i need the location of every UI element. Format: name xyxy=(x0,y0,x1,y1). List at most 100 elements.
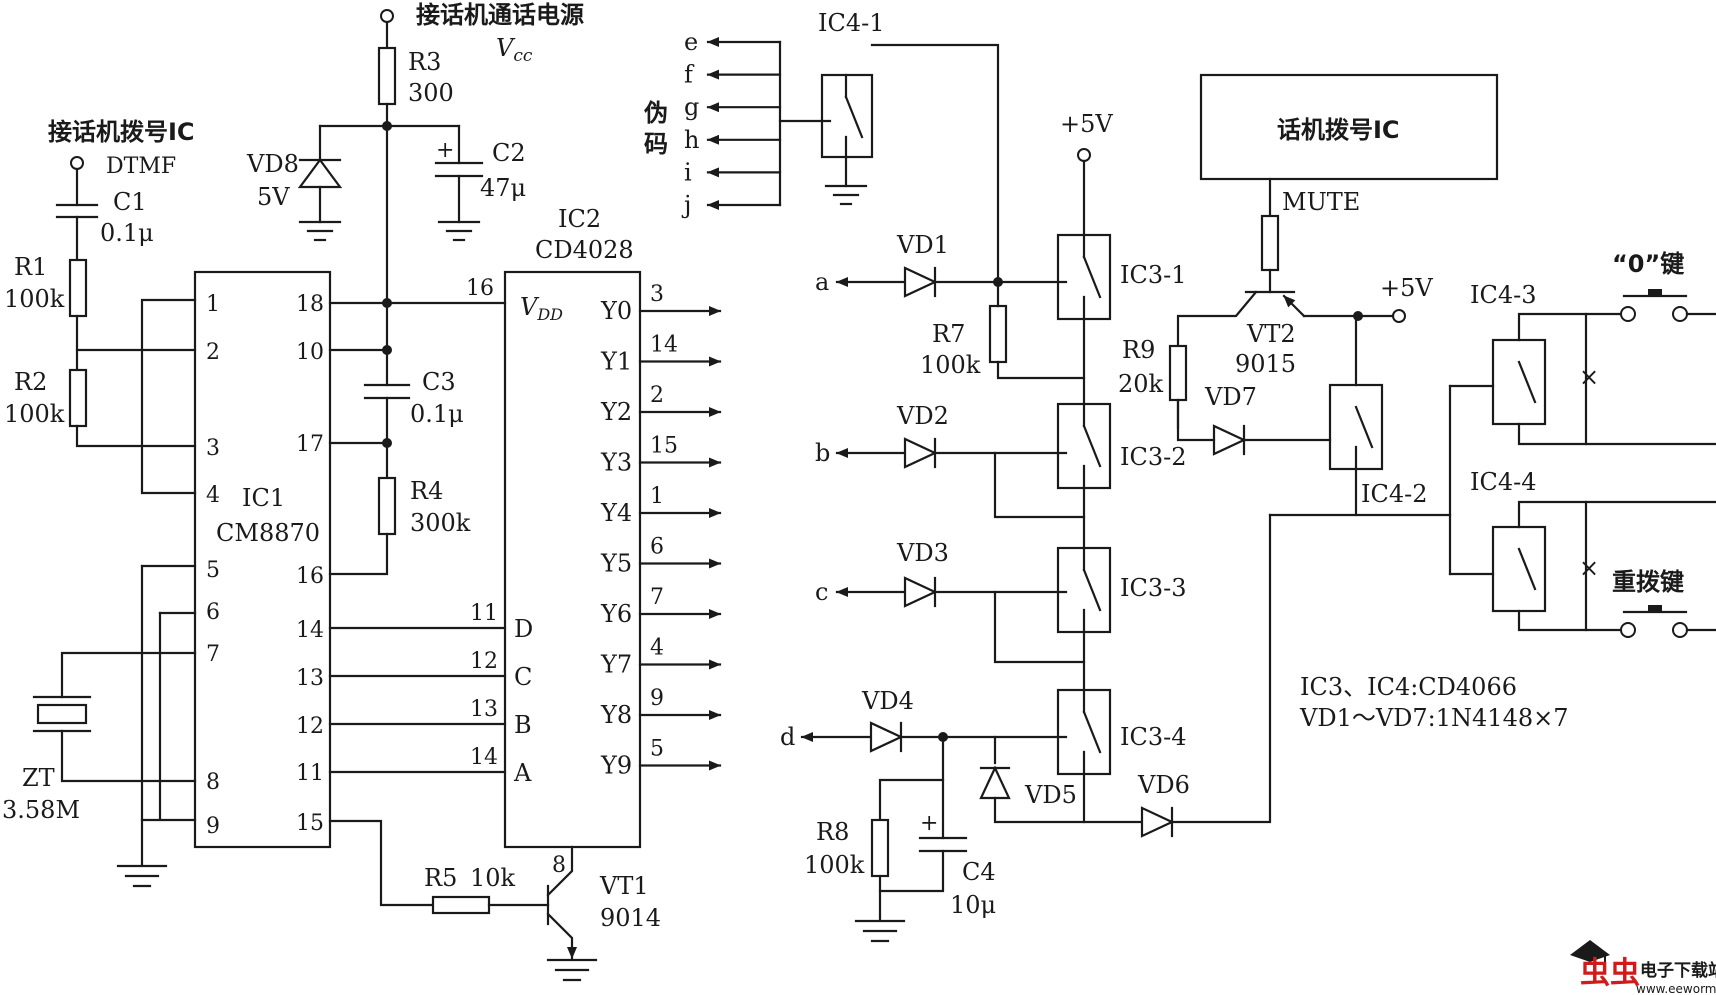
ic2-vdd: VDD xyxy=(520,293,563,324)
ic2-pin-vdd: 16 xyxy=(466,276,494,301)
svg-text:VD2: VD2 xyxy=(896,402,949,430)
switch-ic3-2: IC3-2 xyxy=(1056,402,1187,490)
dtmf-terminal[interactable] xyxy=(70,156,84,170)
ic1-pin-15: 15 xyxy=(296,811,324,836)
vcc-terminal[interactable] xyxy=(380,9,394,23)
output-d: d xyxy=(780,723,795,751)
svg-text:VT1: VT1 xyxy=(599,872,649,900)
phone-dial-ic-block xyxy=(1199,73,1499,181)
pseudo-output-g: g xyxy=(684,93,699,121)
resistor-r1: R1 100k xyxy=(4,253,88,318)
resistor-r8: R8 100k xyxy=(804,818,890,879)
output-a: a xyxy=(815,268,829,296)
svg-text:×: × xyxy=(1579,554,1599,582)
svg-text:R2: R2 xyxy=(14,368,47,396)
ic1-pin-7: 7 xyxy=(206,642,220,667)
switch-ic4-4: IC4-4 xyxy=(1470,468,1716,632)
capacitor-c4: + C4 10μ xyxy=(878,778,996,919)
svg-text:9014: 9014 xyxy=(600,904,661,932)
mute-label: MUTE xyxy=(1282,188,1360,216)
crystal-zt: ZT 3.58M xyxy=(2,651,197,824)
ic1-body xyxy=(193,270,332,849)
note-diodes: VD1～VD7:1N4148×7 xyxy=(1299,704,1569,732)
capacitor-c1: C1 0.1μ xyxy=(55,188,154,247)
graduation-cap-icon xyxy=(1570,940,1610,962)
ic2-output-pin-Y0: 3 xyxy=(650,282,664,307)
ic2-output-Y1: Y1 xyxy=(600,348,632,376)
ic1-pin-13: 13 xyxy=(296,666,324,691)
ic2-input-C: C xyxy=(514,663,532,691)
transistor-vt1: VT1 9014 xyxy=(546,845,661,982)
svg-text:5V: 5V xyxy=(257,183,290,211)
supply-5v-2: +5V xyxy=(1380,274,1433,302)
pseudo-output-i: i xyxy=(684,158,692,186)
zero-key-button[interactable]: “0”键 xyxy=(1612,250,1716,322)
svg-text:+: + xyxy=(920,811,938,836)
svg-text:+: + xyxy=(436,138,454,163)
ic2-output-Y2: Y2 xyxy=(600,398,632,426)
diode-vd5: VD5 xyxy=(979,765,1144,824)
diode-vd1: VD1 xyxy=(896,231,949,298)
ic2-model: CD4028 xyxy=(535,236,634,264)
svg-text:VD8: VD8 xyxy=(246,150,299,178)
ic2-input-pin-A: 14 xyxy=(470,745,498,770)
ic1-pin-9: 9 xyxy=(206,814,220,839)
ic1-model: CM8870 xyxy=(216,519,320,547)
watermark: 虫虫 电子下载站 www.eeworm.com xyxy=(1570,940,1716,995)
diode-vd7: VD7 xyxy=(1204,383,1257,456)
vcc-title: 接话机通话电源 xyxy=(416,1,584,29)
svg-text:VD5: VD5 xyxy=(1024,781,1077,809)
svg-text:R4: R4 xyxy=(410,477,443,505)
ic2-input-B: B xyxy=(514,711,532,739)
phone-dial-ic-label: 话机拨号IC xyxy=(1277,116,1400,144)
supply-5v-terminal-1[interactable] xyxy=(1077,148,1091,162)
diode-vd4: VD4 xyxy=(861,687,914,753)
svg-text:IC3-3: IC3-3 xyxy=(1120,574,1187,602)
diode-vd2: VD2 xyxy=(896,402,949,469)
pseudo-output-e: e xyxy=(684,28,698,56)
svg-text:R9: R9 xyxy=(1122,336,1155,364)
resistor-r3: R3 300 xyxy=(377,46,454,107)
pseudo-output-f: f xyxy=(684,61,695,89)
ic1-pin-5: 5 xyxy=(206,558,220,583)
ic1-pin-16: 16 xyxy=(296,564,324,589)
svg-text:0.1μ: 0.1μ xyxy=(410,400,464,428)
pseudo-output-j: j xyxy=(681,191,691,219)
ic2-output-Y6: Y6 xyxy=(600,600,632,628)
svg-text:IC4-1: IC4-1 xyxy=(818,9,885,37)
supply-5v-terminal-2[interactable] xyxy=(1392,309,1406,323)
ic2-output-Y7: Y7 xyxy=(600,651,632,679)
redial-key-button[interactable]: 重拨键 xyxy=(1612,568,1716,638)
svg-text:VD7: VD7 xyxy=(1204,383,1257,411)
ic2-output-pin-Y6: 7 xyxy=(650,585,664,610)
zener-vd8: VD8 5V xyxy=(246,124,343,242)
supply-network: 接话机通话电源 Vcc R3 300 VD8 5V + xyxy=(246,1,661,982)
svg-text:R3: R3 xyxy=(408,48,441,76)
ic1-pin-4: 4 xyxy=(206,483,220,508)
outputs-abcd: a b c d xyxy=(780,268,907,751)
svg-text:20k: 20k xyxy=(1118,370,1164,398)
switch-ic3-3: IC3-3 xyxy=(1056,546,1187,634)
ic2-output-Y8: Y8 xyxy=(600,701,632,729)
ic1-left-network: 接话机拨号IC DTMF C1 0.1μ R1 100k R2 100k xyxy=(2,118,197,888)
svg-text:C2: C2 xyxy=(492,139,526,167)
output-b: b xyxy=(815,439,830,467)
ic2-output-pin-Y8: 9 xyxy=(650,686,664,711)
svg-text:3.58M: 3.58M xyxy=(2,796,80,824)
capacitor-c2: + C2 47μ xyxy=(434,124,526,242)
watermark-url: www.eeworm.com xyxy=(1636,982,1716,995)
resistor-r4: R4 300k xyxy=(377,476,471,537)
resistor-r7: R7 100k xyxy=(920,304,1008,379)
watermark-brand: 虫虫 xyxy=(1580,956,1640,991)
resistor-mute xyxy=(1260,214,1280,272)
output-c: c xyxy=(815,578,828,606)
svg-text:9015: 9015 xyxy=(1235,350,1296,378)
resistor-r2: R2 100k xyxy=(4,368,88,428)
ic1-cm8870: IC1 CM8870 1 2 3 4 5 6 7 8 9 18 10 17 16… xyxy=(193,270,332,849)
svg-text:VD6: VD6 xyxy=(1137,771,1190,799)
svg-text:R8: R8 xyxy=(816,818,849,846)
svg-text:IC3-1: IC3-1 xyxy=(1120,261,1187,289)
